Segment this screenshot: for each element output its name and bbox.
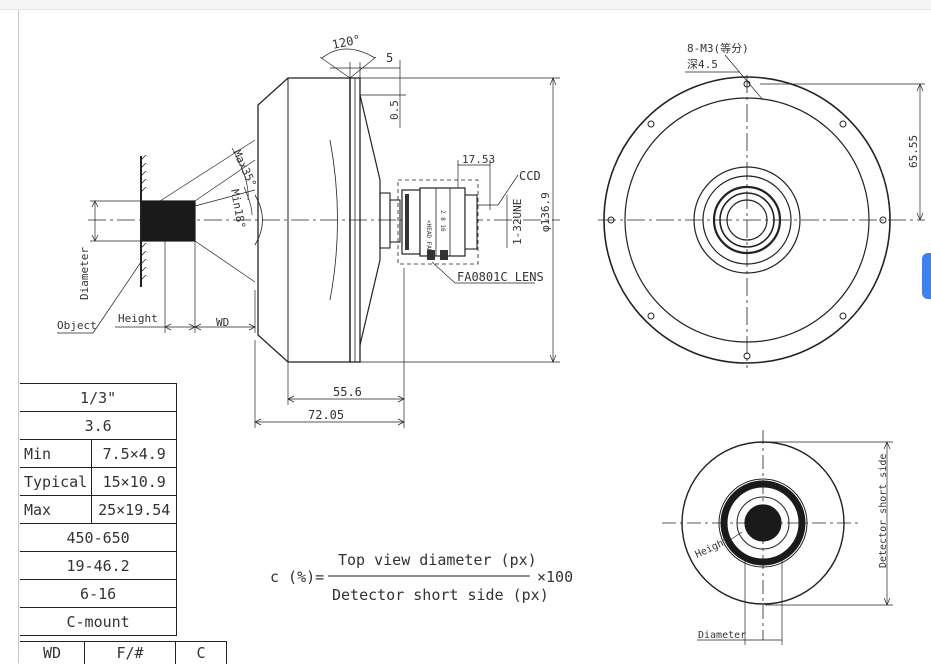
label-detector-short-side: Detector short side <box>878 454 889 568</box>
table-cell-value: 15×10.9 <box>92 468 177 496</box>
table-row: 1/3" <box>20 384 177 412</box>
label-holes: 8-M3(等分) <box>687 41 749 55</box>
table-cell: F/# <box>85 642 176 664</box>
table-cell-value: 7.5×4.9 <box>92 440 177 468</box>
label-max-angle: Max35° <box>230 148 259 190</box>
label-depth: 深4.5 <box>687 58 718 71</box>
spec-table-footer: WD F/# C <box>20 641 227 664</box>
table-cell-label: Typical <box>20 468 92 496</box>
side-panel-tab[interactable] <box>922 253 931 299</box>
table-cell-label: Max <box>20 496 92 524</box>
formula-numerator: Top view diameter (px) <box>338 551 537 569</box>
table-row: 450-650 <box>20 524 177 552</box>
label-dim-65-55: 65.55 <box>907 135 920 168</box>
label-thread: 1-32UNE <box>511 199 524 245</box>
table-row: Min 7.5×4.9 <box>20 440 177 468</box>
label-angle-120: 120° <box>331 32 362 52</box>
table-row: Max 25×19.54 <box>20 496 177 524</box>
table-cell-label: Min <box>20 440 92 468</box>
formula-denominator: Detector short side (px) <box>332 586 549 604</box>
table-cell-value: 25×19.54 <box>92 496 177 524</box>
spec-table: 1/3" 3.6 Min 7.5×4.9 Typical 15×10.9 Max… <box>20 383 177 636</box>
label-wd: WD <box>216 316 229 329</box>
table-cell: 19-46.2 <box>20 552 177 580</box>
table-cell: 3.6 <box>20 412 177 440</box>
table-row: 3.6 <box>20 412 177 440</box>
table-cell: 450-650 <box>20 524 177 552</box>
label-dim-72-05: 72.05 <box>308 408 344 422</box>
label-detector-height: Height <box>694 535 731 560</box>
label-detector-diameter: Diameter <box>698 630 746 641</box>
label-object: Object <box>57 319 97 332</box>
label-ccd: CCD <box>519 169 541 183</box>
table-cell: WD <box>20 642 85 664</box>
svg-text:2 8 16: 2 8 16 <box>439 210 446 232</box>
detector-view <box>662 430 893 645</box>
label-height: Height <box>118 312 158 325</box>
label-dim-0-5: 0.5 <box>388 100 401 120</box>
table-cell: C <box>176 642 227 664</box>
table-row: 6-16 <box>20 580 177 608</box>
label-min-angle: Min18° <box>228 188 248 229</box>
label-diameter: Diameter <box>78 247 91 300</box>
label-lens: FA0801C LENS <box>457 270 544 284</box>
svg-text:<HEAD FAR: <HEAD FAR <box>425 220 432 253</box>
side-view: <HEAD FAR 2 8 16 <box>57 49 560 428</box>
table-cell: 6-16 <box>20 580 177 608</box>
table-cell: 1/3" <box>20 384 177 412</box>
label-dim-17-53: 17.53 <box>462 153 495 166</box>
formula-multiplier: ×100 <box>537 568 573 586</box>
table-cell: C-mount <box>20 608 177 636</box>
table-row: WD F/# C <box>20 642 227 664</box>
front-view <box>598 55 925 368</box>
formula-lhs: c (%)= <box>270 568 324 586</box>
label-dim-5: 5 <box>386 51 393 65</box>
table-row: C-mount <box>20 608 177 636</box>
table-row: Typical 15×10.9 <box>20 468 177 496</box>
label-dia-136-9: φ136.9 <box>539 192 552 232</box>
label-dim-55-6: 55.6 <box>333 385 362 399</box>
table-row: 19-46.2 <box>20 552 177 580</box>
